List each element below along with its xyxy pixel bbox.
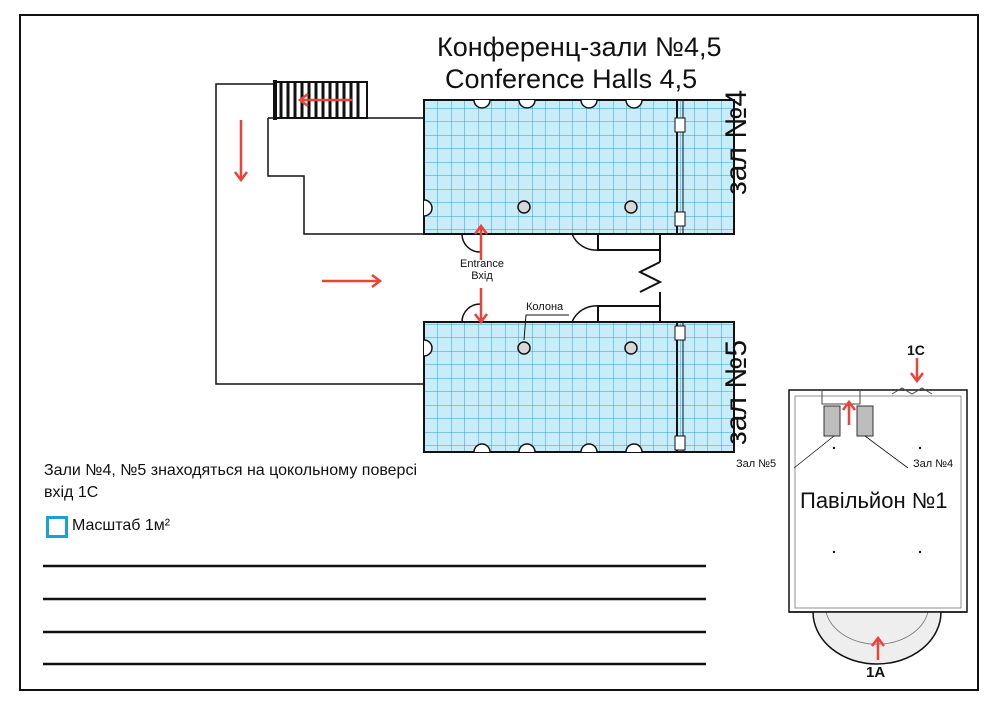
entrance-label-ua: Вхід — [471, 270, 493, 282]
title-english: Conference Halls 4,5 — [445, 64, 698, 94]
entrance-1c-label: 1С — [907, 342, 925, 358]
direction-arrows — [234, 93, 488, 325]
entrance-note: вхід 1С — [44, 484, 99, 501]
pavilion-label: Павільйон №1 — [800, 488, 948, 513]
title-ukrainian: Конференц-зали №4,5 — [437, 32, 722, 62]
column-marker — [624, 200, 638, 214]
minimap-hall-4-label: Зал №4 — [913, 458, 954, 470]
scale-label: Масштаб 1м² — [72, 517, 171, 534]
page-frame — [19, 14, 979, 691]
hall-4-marker — [856, 405, 874, 437]
corridor-outline — [215, 83, 424, 385]
column-marker — [624, 341, 638, 355]
hall-5-marker — [823, 405, 841, 437]
notes-lines — [43, 564, 706, 666]
entrance-label-en: Entrance — [459, 258, 505, 270]
column-marker — [517, 341, 531, 355]
column-label: Колона — [526, 301, 564, 313]
hall-4-area — [423, 99, 735, 235]
upper-wing-outline — [267, 118, 424, 235]
entrance-1a-label: 1А — [866, 664, 886, 681]
minimap-hall-5-label: Зал №5 — [736, 458, 777, 470]
hall-5-area — [423, 321, 735, 453]
entrance-label: Entrance Вхід — [449, 258, 515, 282]
lobby-walls — [461, 233, 663, 323]
column-leader — [523, 314, 569, 341]
pavilion-minimap — [788, 358, 968, 665]
column-marker — [517, 200, 531, 214]
scale-square-icon — [46, 516, 68, 538]
location-note: Зали №4, №5 знаходяться на цокольному по… — [44, 462, 418, 479]
hall-5-label: зал №5 — [720, 339, 753, 445]
hall-4-label: зал №4 — [720, 89, 753, 195]
